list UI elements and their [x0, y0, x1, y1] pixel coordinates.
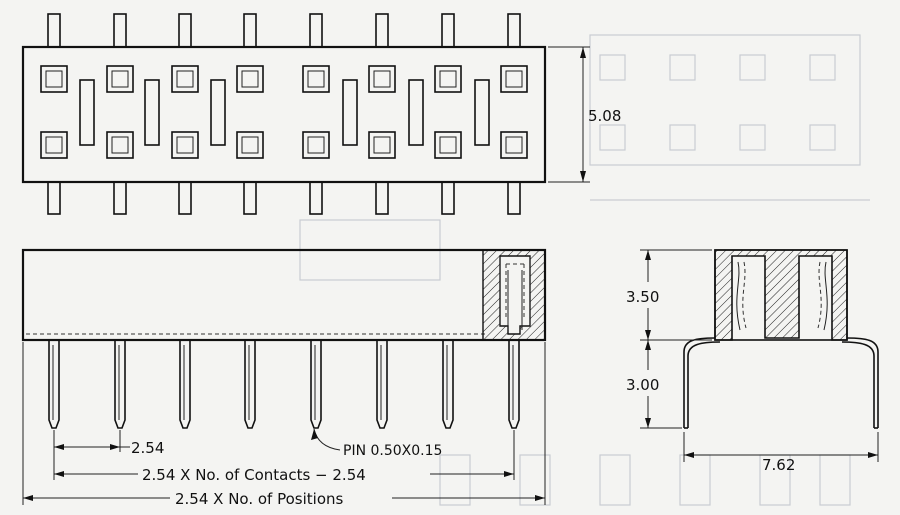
contact-square-inner	[373, 70, 391, 88]
contact-square	[302, 131, 330, 159]
pitch-label: 2.54	[131, 439, 164, 457]
front-pin	[442, 340, 454, 429]
contact-square	[106, 65, 134, 93]
front-view-section	[482, 249, 546, 341]
top-pin-lower	[441, 181, 455, 215]
front-view-body	[21, 248, 547, 342]
contact-square	[236, 131, 264, 159]
top-view-pins-lower	[47, 181, 521, 215]
top-view-contacts-lower	[40, 131, 528, 159]
top-pin-upper	[178, 13, 192, 48]
slot	[474, 79, 490, 146]
positions-label: 2.54 X No. of Positions	[175, 490, 344, 508]
side-upper-label: 3.50	[626, 288, 659, 306]
pin-label: PIN 0.50X0.15	[343, 443, 442, 459]
side-upper-dimension: 3.50	[626, 249, 712, 341]
contact-square	[500, 65, 528, 93]
front-pin	[376, 340, 388, 429]
top-pin-lower	[375, 181, 389, 215]
contact-square-inner	[176, 136, 194, 154]
top-pin-lower	[309, 181, 323, 215]
pin-callout: PIN 0.50X0.15	[311, 428, 442, 459]
top-height-label: 5.08	[588, 107, 621, 125]
contact-square	[368, 131, 396, 159]
top-pin-upper	[375, 13, 389, 48]
top-view-body	[21, 45, 547, 184]
contact-square-inner	[111, 136, 129, 154]
contact-square	[434, 65, 462, 93]
front-pin	[179, 340, 191, 429]
contact-square-inner	[45, 70, 63, 88]
contact-square-inner	[176, 70, 194, 88]
front-pin	[508, 340, 520, 429]
contacts-label: 2.54 X No. of Contacts − 2.54	[142, 466, 366, 484]
side-lower-dimension: 3.00	[626, 340, 682, 429]
contact-square-inner	[241, 70, 259, 88]
contact-square-inner	[439, 136, 457, 154]
contact-square-inner	[241, 136, 259, 154]
positions-dimension: 2.54 X No. of Positions	[23, 490, 545, 508]
contact-square-inner	[45, 136, 63, 154]
contact-square	[40, 131, 68, 159]
top-view: 5.08	[21, 13, 621, 215]
top-pin-lower	[113, 181, 127, 215]
top-pin-upper	[309, 13, 323, 48]
slot	[342, 79, 358, 146]
top-pin-lower	[47, 181, 61, 215]
contact-square-inner	[307, 70, 325, 88]
slot	[79, 79, 95, 146]
contact-square	[40, 65, 68, 93]
slot	[408, 79, 424, 146]
top-pin-lower	[178, 181, 192, 215]
contact-square	[500, 131, 528, 159]
contact-square	[434, 131, 462, 159]
front-pin	[48, 340, 60, 429]
side-lower-label: 3.00	[626, 376, 659, 394]
top-view-contacts-upper	[40, 65, 528, 93]
top-pin-upper	[113, 13, 127, 48]
front-pin	[114, 340, 126, 429]
top-pin-upper	[507, 13, 521, 48]
contact-square	[236, 65, 264, 93]
contact-square-inner	[439, 70, 457, 88]
contact-square-inner	[505, 136, 523, 154]
top-pin-upper	[47, 13, 61, 48]
slot	[210, 79, 226, 146]
front-view: 2.54 PIN 0.50X0.15 2.54 X No. of Contact…	[21, 248, 547, 508]
front-pin	[310, 340, 322, 429]
top-pin-lower	[243, 181, 257, 215]
top-view-slots	[79, 79, 490, 146]
front-pin	[244, 340, 256, 429]
top-height-dimension: 5.08	[548, 46, 621, 183]
side-view: 3.50 3.00 7.62	[626, 249, 879, 474]
side-width-dimension: 7.62	[683, 432, 879, 474]
slot	[144, 79, 160, 146]
top-pin-lower	[507, 181, 521, 215]
contact-square	[171, 65, 199, 93]
top-pin-upper	[243, 13, 257, 48]
front-view-pins	[48, 340, 520, 429]
contact-square	[302, 65, 330, 93]
top-pin-upper	[441, 13, 455, 48]
contact-square-inner	[373, 136, 391, 154]
contact-square	[106, 131, 134, 159]
pitch-dimension: 2.54	[54, 439, 164, 457]
contact-square-inner	[111, 70, 129, 88]
contact-square	[368, 65, 396, 93]
contacts-dimension: 2.54 X No. of Contacts − 2.54	[54, 466, 514, 484]
top-view-pins-upper	[47, 13, 521, 48]
contact-square-inner	[307, 136, 325, 154]
contact-square-inner	[505, 70, 523, 88]
contact-square	[171, 131, 199, 159]
side-width-label: 7.62	[762, 456, 795, 474]
